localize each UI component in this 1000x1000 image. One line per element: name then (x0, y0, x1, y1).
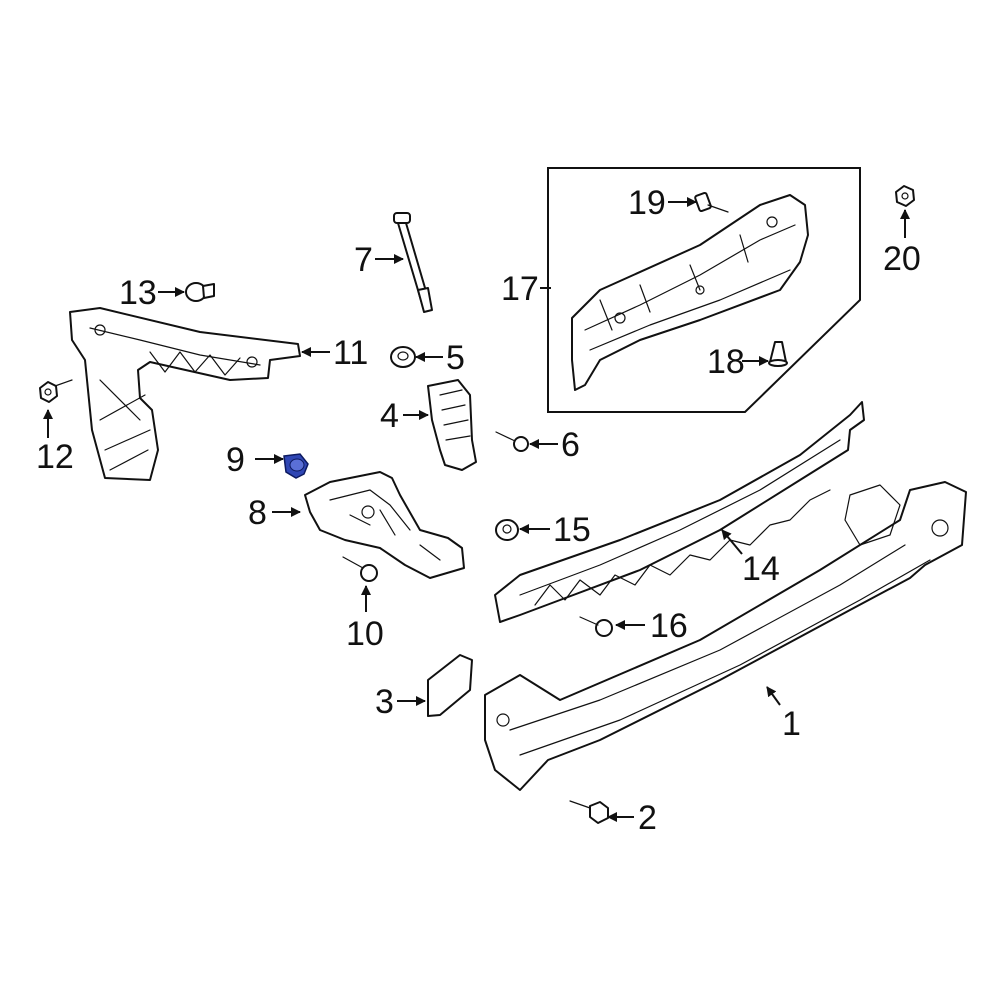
part-7-bolt[interactable] (393, 212, 433, 313)
part-18-pin[interactable] (768, 341, 788, 367)
part-20-nut[interactable] (895, 185, 915, 207)
callout-6: 6 (561, 426, 580, 464)
callout-12: 12 (36, 438, 74, 476)
part-2-bolt[interactable] (569, 800, 609, 824)
callout-10: 10 (346, 615, 384, 653)
callout-8: 8 (248, 494, 267, 532)
callout-labels: 1 2 3 4 5 6 7 8 9 10 11 12 13 14 15 16 1… (36, 184, 921, 837)
callout-7: 7 (354, 241, 373, 279)
part-13-clip[interactable] (185, 282, 215, 302)
part-5-clip[interactable] (390, 346, 416, 368)
inset-box-17 (547, 167, 861, 413)
callout-3: 3 (375, 683, 394, 721)
part-14-absorber[interactable] (494, 401, 865, 623)
callout-18: 18 (707, 343, 745, 381)
part-9-clip-highlighted[interactable] (283, 453, 309, 479)
callout-20: 20 (883, 240, 921, 278)
callout-4: 4 (380, 397, 399, 435)
part-11-bracket[interactable] (69, 307, 301, 481)
callout-9: 9 (226, 441, 245, 479)
callout-arrows (43, 197, 910, 822)
callout-11: 11 (333, 334, 368, 372)
part-4-bracket[interactable] (427, 379, 477, 471)
part-12-bolt[interactable] (39, 379, 73, 403)
callout-2: 2 (638, 799, 657, 837)
part-15-clip[interactable] (495, 519, 519, 541)
callout-13: 13 (119, 274, 157, 312)
part-17-panel[interactable] (571, 194, 809, 391)
callout-16: 16 (650, 607, 688, 645)
callout-15: 15 (553, 511, 591, 549)
part-1-beam[interactable] (484, 481, 967, 791)
part-8-bracket[interactable] (304, 471, 465, 579)
part-19-bolt[interactable] (694, 191, 729, 213)
callout-14: 14 (742, 550, 780, 588)
callout-5: 5 (446, 339, 465, 377)
part-16-screw[interactable] (579, 616, 613, 637)
part-3-cover[interactable] (427, 654, 473, 717)
part-10-screw[interactable] (342, 556, 378, 582)
callout-17: 17 (501, 270, 539, 308)
callout-1: 1 (782, 705, 801, 743)
part-6-screw[interactable] (495, 431, 529, 452)
callout-19: 19 (628, 184, 666, 222)
